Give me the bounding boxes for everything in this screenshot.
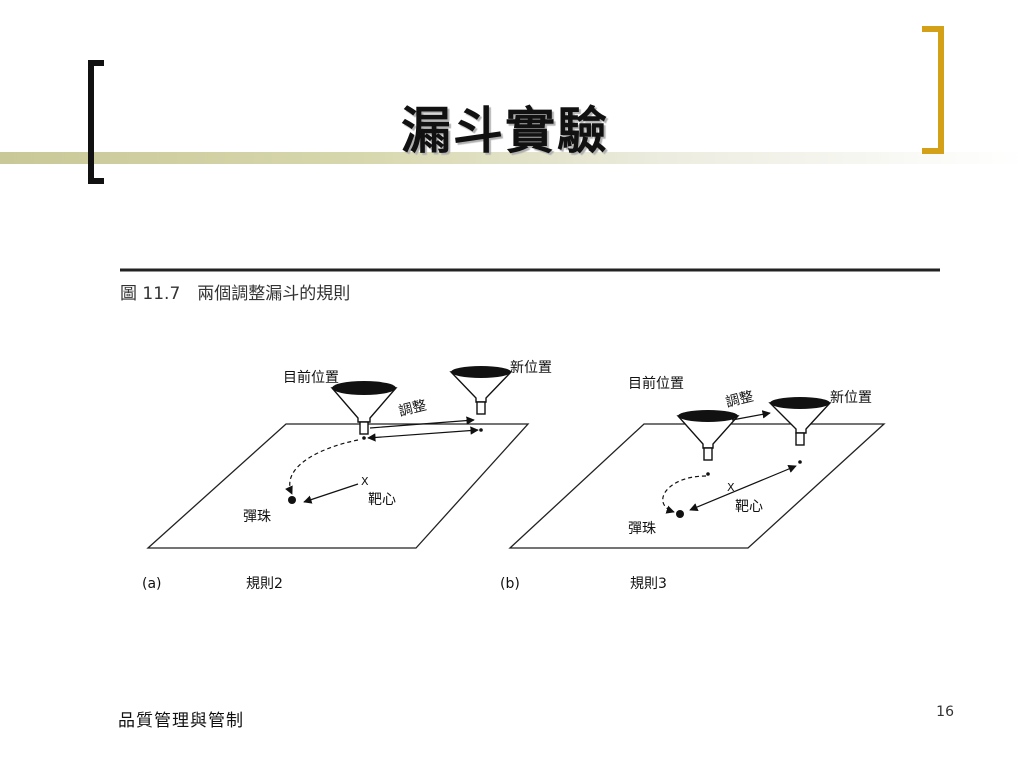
slide-title: 漏斗實驗 — [401, 102, 609, 160]
panel-b-drop-point-new — [798, 460, 802, 464]
panel-b-new-funnel-icon — [768, 397, 832, 446]
panel-b-tag: (b) — [500, 576, 520, 592]
panel-b-plane — [508, 423, 886, 549]
funnel-rules-figure: 圖 11.7 兩個調整漏斗的規則 — [120, 268, 940, 592]
panel-a-adjust-arrow-lower — [367, 426, 479, 442]
panel-b-new-label: 新位置 — [830, 390, 872, 406]
panel-a-adjust-label: 調整 — [397, 398, 428, 420]
panel-b: 目前位置 新位置 調整 X 靶心 彈珠 (b) 規則3 — [500, 375, 886, 592]
panel-a-marble-icon — [288, 496, 296, 504]
panel-b-current-label: 目前位置 — [628, 375, 684, 392]
panel-b-target-arrow — [689, 465, 797, 511]
panel-a-rule: 規則2 — [246, 576, 283, 592]
panel-a-target-label: 靶心 — [368, 492, 396, 508]
left-bracket-decoration — [88, 60, 104, 184]
footer-course-title: 品質管理與管制 — [118, 711, 244, 731]
panel-a-new-label: 新位置 — [510, 360, 552, 376]
panel-a-current-funnel-icon — [330, 381, 398, 435]
panel-a-marble-label: 彈珠 — [243, 509, 271, 525]
panel-a-target-mark: X — [361, 475, 369, 488]
panel-a-tag: (a) — [142, 576, 162, 592]
panel-a-new-funnel-icon — [449, 366, 513, 415]
panel-a-marble-path — [285, 439, 359, 495]
panel-b-adjust-arrow — [731, 410, 771, 421]
panel-b-drop-point-current — [706, 472, 710, 476]
panel-b-marble-label: 彈珠 — [628, 521, 656, 537]
panel-b-adjust-label: 調整 — [724, 389, 755, 411]
panel-a-plane — [146, 423, 530, 549]
panel-b-marble-path — [662, 475, 707, 514]
panel-a-current-label: 目前位置 — [283, 369, 339, 386]
panel-b-current-funnel-icon — [676, 410, 740, 461]
right-bracket-decoration — [922, 26, 944, 154]
panel-a-target-arrow — [303, 483, 359, 504]
panel-b-marble-icon — [676, 510, 684, 518]
page-number: 16 — [936, 704, 954, 720]
panel-a: 目前位置 新位置 調整 X 靶心 彈珠 (a) 規則2 — [142, 360, 552, 592]
figure-caption: 圖 11.7 兩個調整漏斗的規則 — [120, 284, 350, 304]
panel-a-drop-point-current — [362, 436, 366, 440]
panel-b-target-mark: X — [727, 481, 735, 494]
panel-b-target-label: 靶心 — [735, 499, 763, 515]
panel-a-drop-point-new — [479, 428, 483, 432]
title-underline-bar — [0, 152, 1024, 164]
panel-b-rule: 規則3 — [630, 576, 667, 592]
